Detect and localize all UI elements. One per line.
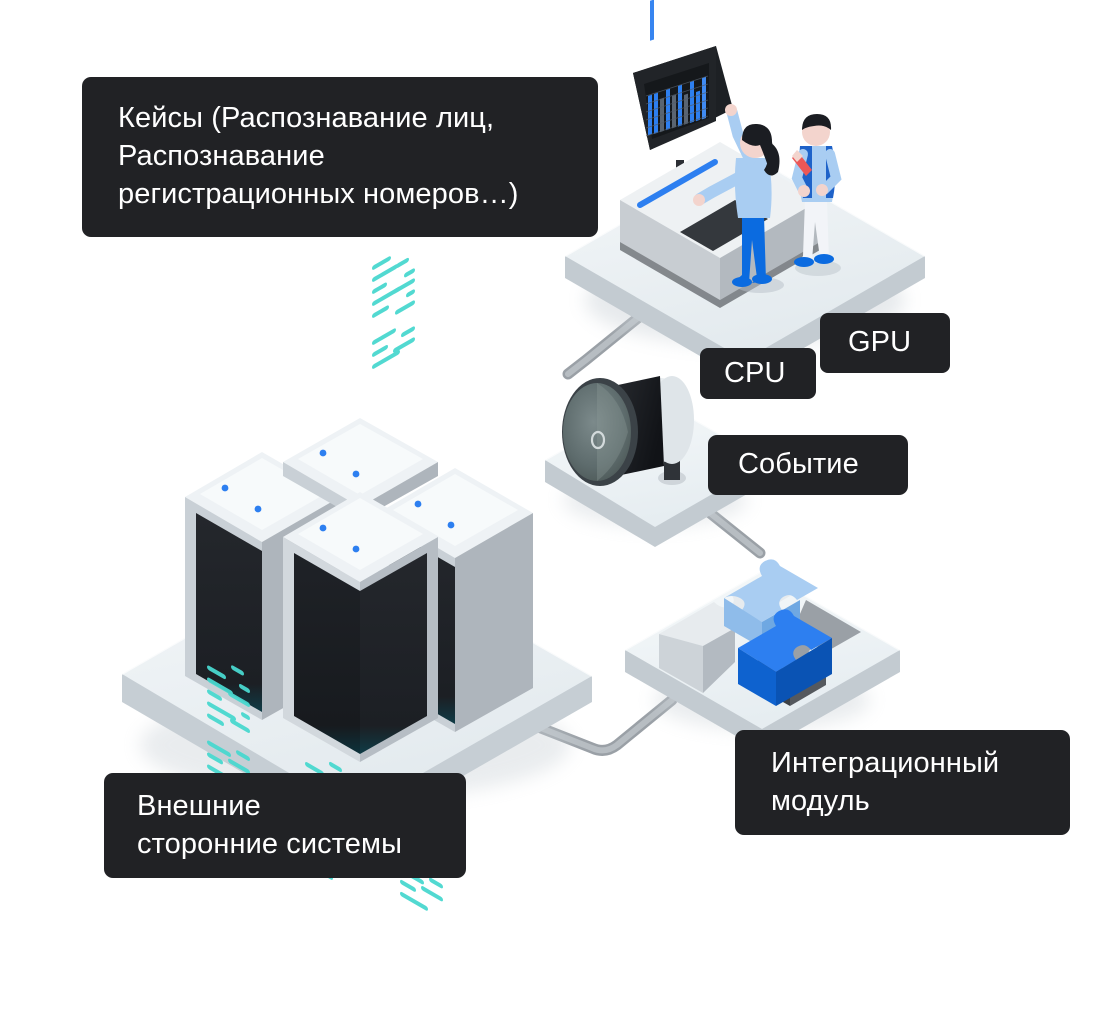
server-rack-1 [185, 452, 340, 784]
label-external-systems: Внешние сторонние системы [104, 773, 466, 878]
integration-platform [624, 559, 901, 751]
operator-person [693, 104, 784, 293]
workstation-platform [564, 0, 926, 382]
visitor-person [791, 114, 842, 276]
monitor-bars [645, 75, 709, 137]
server-rack-4 [283, 256, 438, 880]
label-event: Событие [708, 435, 908, 495]
label-gpu: GPU [820, 313, 950, 373]
puzzle-piece-blue [738, 609, 832, 706]
camera-platform [544, 376, 769, 547]
label-cases: Кейсы (Распознавание лиц, Распознавание … [82, 77, 598, 237]
security-camera [562, 376, 694, 486]
label-cpu: CPU [700, 348, 816, 399]
label-integration-module: Интеграционный модуль [735, 730, 1070, 835]
external-systems-platform [121, 256, 593, 911]
